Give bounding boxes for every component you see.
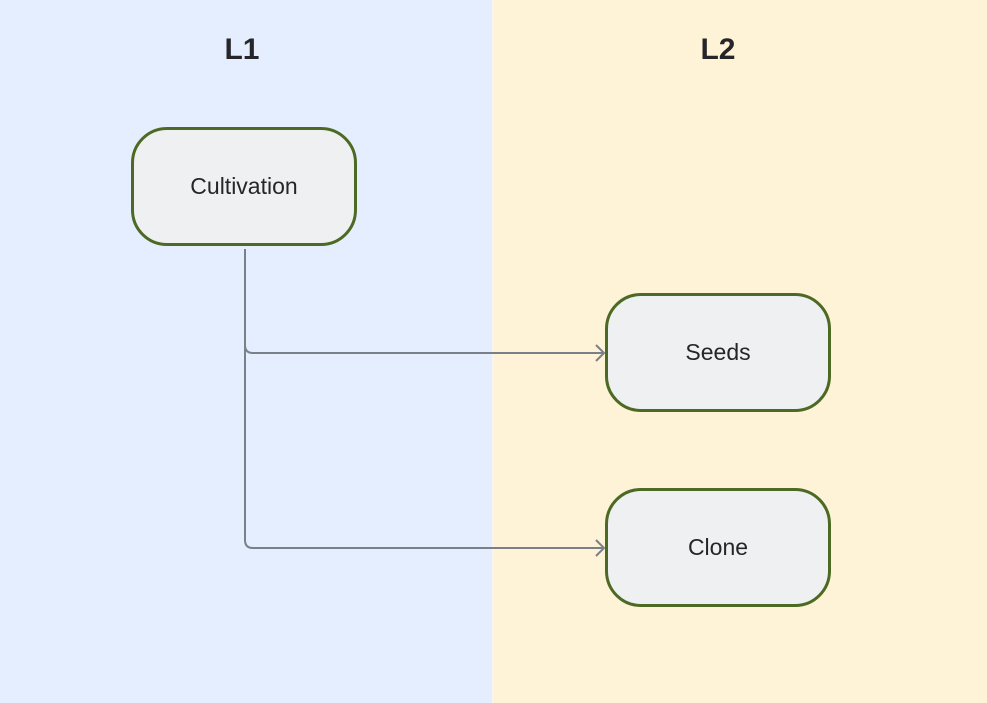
lane-divider xyxy=(492,0,494,703)
lane-title-l2: L2 xyxy=(700,33,736,66)
node-label: Cultivation xyxy=(190,173,298,199)
edge-cultivation-to-seeds[interactable] xyxy=(244,249,604,354)
node-clone[interactable]: Clone xyxy=(605,488,831,607)
node-seeds[interactable]: Seeds xyxy=(605,293,831,412)
node-label: Clone xyxy=(687,534,749,560)
arrowhead-seeds xyxy=(595,344,606,362)
arrowhead-clone xyxy=(595,539,606,557)
lane-title-l1: L1 xyxy=(224,33,260,66)
node-label: Seeds xyxy=(685,339,751,365)
node-cultivation[interactable]: Cultivation xyxy=(131,127,357,246)
edge-cultivation-to-clone[interactable] xyxy=(244,249,604,549)
